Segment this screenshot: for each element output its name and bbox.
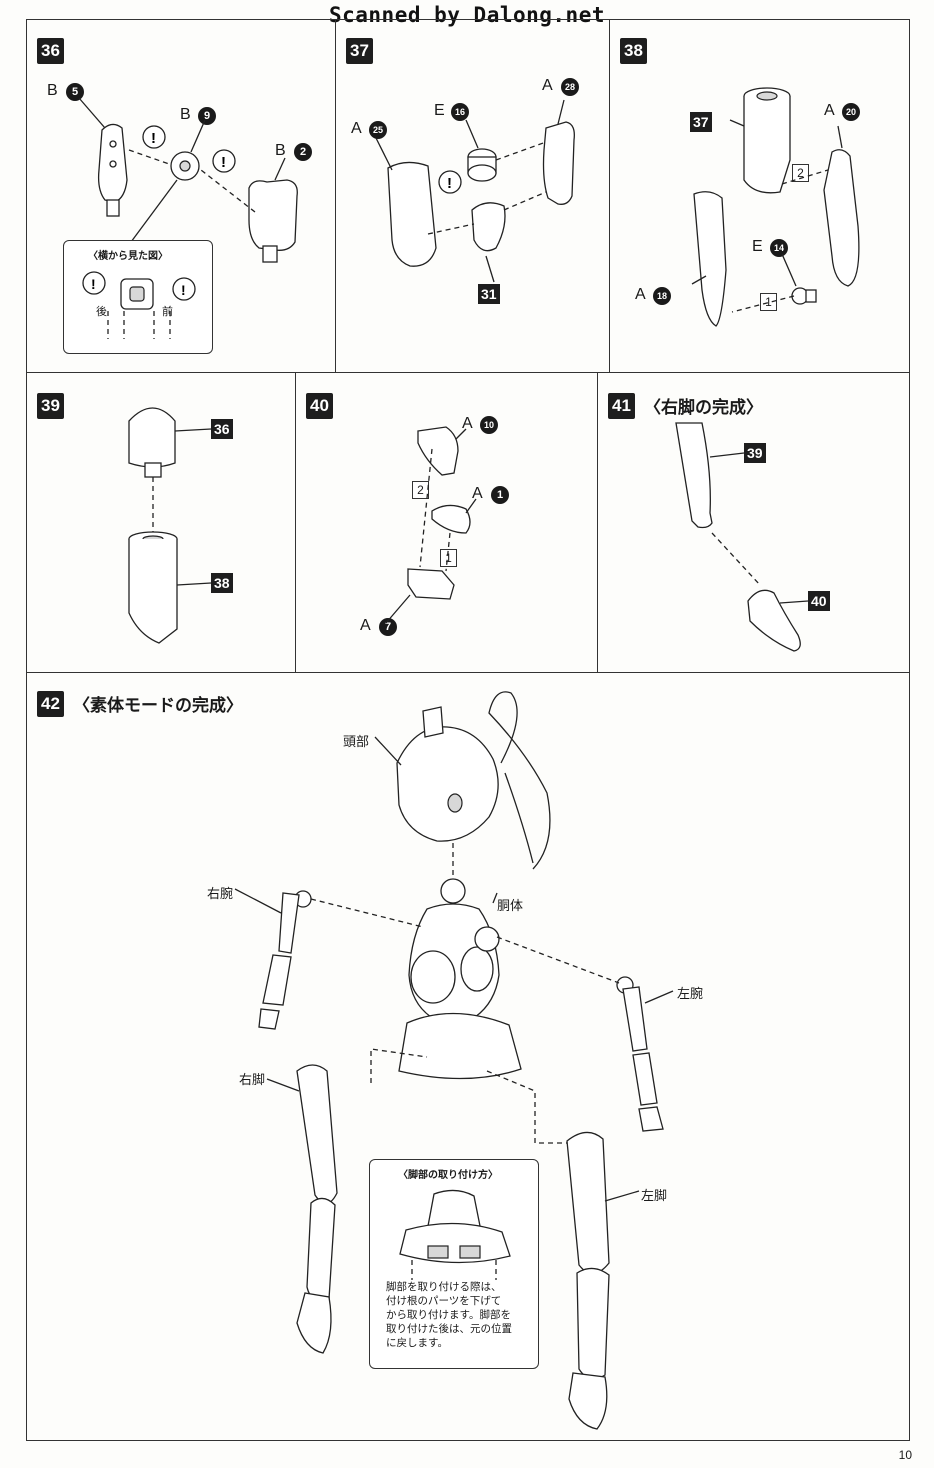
label-a10-num: 10 <box>480 416 498 434</box>
leg-attachment-illustration <box>399 1189 511 1280</box>
ref-38: 38 <box>211 573 233 593</box>
step-39-parts-illustration <box>128 407 212 644</box>
leg-attachment-note: 脚部を取り付ける際は、 付け根のパーツを下げて から取り付けます。脚部を 取り付… <box>386 1281 512 1349</box>
order-1: 1 <box>760 293 777 311</box>
side-view-inset: 〈横から見た図〉 ! ! 後 前 <box>63 240 213 354</box>
label-right-leg: 右脚 <box>239 1073 266 1088</box>
label-torso: 胴体 <box>497 899 524 914</box>
step-41-title: 〈右脚の完成〉 <box>644 398 763 418</box>
step-37-number: 37 <box>346 38 373 64</box>
label-b9-num: 9 <box>198 107 216 125</box>
label-left-arm: 左腕 <box>677 987 704 1002</box>
figure-assembly-illustration <box>234 691 674 1430</box>
label-a25-num: 25 <box>369 121 387 139</box>
step-42-title: 〈素体モードの完成〉 <box>73 696 243 716</box>
step-36-number: 36 <box>37 38 64 64</box>
label-right-arm: 右腕 <box>207 887 234 902</box>
step-41-panel: 41 〈右脚の完成〉 39 40 <box>597 372 910 673</box>
step-41-parts-illustration <box>675 422 809 652</box>
label-left-leg: 左脚 <box>641 1189 668 1204</box>
leg-attachment-title: 〈脚部の取り付け方〉 <box>398 1170 498 1181</box>
label-a7-letter: A <box>360 617 371 634</box>
step-36-panel: 36 B 5 B 9 B 2 ! ! 〈横から見た図〉 ! ! <box>26 19 336 373</box>
svg-text:!: ! <box>221 154 226 171</box>
step-36-parts-illustration: ! ! <box>78 97 298 263</box>
step-42-number: 42 <box>37 691 64 717</box>
label-a28-num: 28 <box>561 78 579 96</box>
label-a20-num: 20 <box>842 103 860 121</box>
step-42-panel: 42 〈素体モードの完成〉 頭部 胴体 右腕 左腕 右脚 左脚 <box>26 672 910 1441</box>
label-a1-num: 1 <box>491 486 509 504</box>
page-number: 10 <box>898 1448 912 1462</box>
label-a10-letter: A <box>462 415 473 432</box>
label-e16-num: 16 <box>451 103 469 121</box>
label-head: 頭部 <box>343 735 370 750</box>
label-e16-letter: E <box>434 102 445 119</box>
step-38-parts-illustration <box>691 87 860 327</box>
svg-text:!: ! <box>151 130 156 147</box>
ref-37: 37 <box>690 112 712 132</box>
step-39-number: 39 <box>37 393 64 419</box>
watermark: Scanned by Dalong.net <box>328 3 605 27</box>
label-b2-letter: B <box>275 142 286 159</box>
label-a28-letter: A <box>542 77 553 94</box>
label-b5-num: 5 <box>66 83 84 101</box>
step-39-panel: 39 36 38 <box>26 372 296 673</box>
order-2: 2 <box>792 164 809 182</box>
step-41-number: 41 <box>608 393 635 419</box>
label-e14-letter: E <box>752 238 763 255</box>
side-view-back-label: 後 <box>96 305 107 318</box>
label-b9-letter: B <box>180 106 191 123</box>
svg-text:!: ! <box>91 276 96 292</box>
label-a25-letter: A <box>351 120 362 137</box>
ref-36: 36 <box>211 419 233 439</box>
step-38-panel: 38 37 A 20 E 14 A 18 2 1 <box>609 19 910 373</box>
ref-40: 40 <box>808 591 830 611</box>
step-37-panel: 37 A 25 E 16 A 28 31 ! <box>335 19 610 373</box>
step-40-panel: 40 A 10 A 1 A 7 2 1 <box>295 372 598 673</box>
step-38-number: 38 <box>620 38 647 64</box>
svg-text:!: ! <box>181 282 186 298</box>
leg-attachment-inset: 〈脚部の取り付け方〉 脚部を取り付ける際は、 付け根のパーツを下げて から取り付… <box>369 1159 539 1369</box>
label-a20-letter: A <box>824 102 835 119</box>
label-a7-num: 7 <box>379 618 397 636</box>
order-2: 2 <box>412 481 429 499</box>
label-e14-num: 14 <box>770 239 788 257</box>
label-a1-letter: A <box>472 485 483 502</box>
side-view-title: 〈横から見た図〉 <box>88 251 168 262</box>
ref-39: 39 <box>744 443 766 463</box>
step-40-number: 40 <box>306 393 333 419</box>
step-37-parts-illustration: ! <box>375 99 575 283</box>
label-b2-num: 2 <box>294 143 312 161</box>
label-a18-letter: A <box>635 286 646 303</box>
svg-text:!: ! <box>447 175 452 192</box>
step-40-parts-illustration <box>385 426 477 624</box>
side-view-front-label: 前 <box>162 305 173 318</box>
order-1: 1 <box>440 549 457 567</box>
side-view-illustration: ! ! <box>82 271 196 339</box>
ref-31: 31 <box>478 284 500 304</box>
label-a18-num: 18 <box>653 287 671 305</box>
label-b5-letter: B <box>47 82 58 99</box>
